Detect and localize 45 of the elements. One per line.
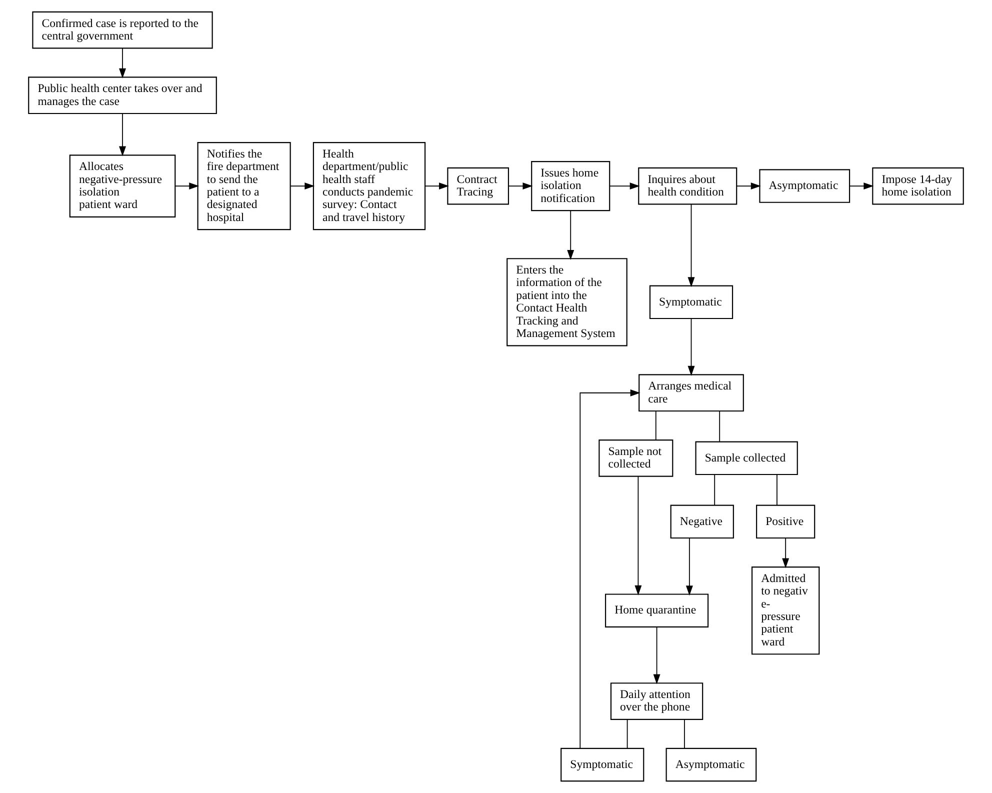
arrow [686,538,693,596]
arrow [609,182,640,190]
node-box: Impose 14-day home isolation [872,167,964,205]
node-box: Asymptomatic [759,169,850,203]
connector [626,719,628,749]
node-box: Arranges medical care [638,374,744,412]
connector [684,719,685,749]
node-box: Positive [756,504,816,539]
arrow [653,626,660,684]
arrow [688,318,695,376]
arrow [567,210,574,260]
node-box: Inquires about health condition [638,167,738,205]
node-box: Contract Tracing [447,167,510,205]
arrow [782,538,790,568]
node-box: Negative [670,504,734,539]
node-box: Health department/public health staff conducts pandemic survey: Contact and travel history [312,142,426,230]
node-box: Issues home isolation notification [531,161,610,212]
node-box: Confirmed case is reported to the central government [32,11,213,49]
arrow [119,113,126,156]
node-box: Daily attention over the phone [610,682,704,720]
arrow [580,389,640,749]
node-box: Symptomatic [560,748,644,782]
connector [719,410,720,442]
node-box: Public health center takes over and manages the case [28,76,217,114]
connector [655,410,656,440]
arrow [175,182,200,190]
node-box: Sample collected [695,441,798,476]
node-box: Home quarantine [604,594,709,628]
node-box: Notifies the fire department to send the patient to a designated hospital [197,142,291,230]
arrow [424,182,449,190]
arrow [634,476,642,596]
node-box: Allocates negative-pressure isolation patient ward [69,154,176,218]
arrow [736,182,761,190]
arrow [119,48,126,78]
connector [714,474,716,506]
node-box: Sample not collected [598,440,674,477]
node-box: Admitted to negativ e- pressure patient ward [751,566,820,655]
node-box: Asymptomatic [666,748,757,782]
arrow [849,182,874,190]
arrow [290,182,315,190]
node-box: Enters the information of the patient into the Contact Health Tracking and Management System [506,258,628,346]
connector [776,474,778,506]
arrow [688,204,695,288]
arrow [508,182,533,190]
node-box: Symptomatic [649,285,734,320]
